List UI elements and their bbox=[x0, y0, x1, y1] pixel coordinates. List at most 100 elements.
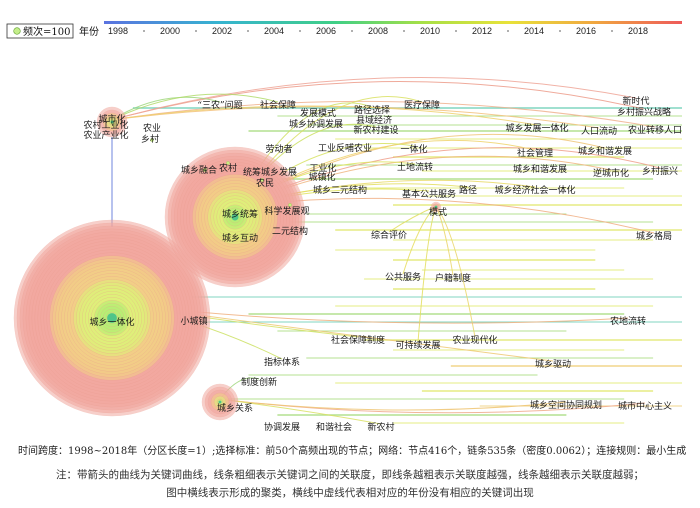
keyword-label-chengshihua[interactable]: 城市化 bbox=[98, 113, 125, 125]
keyword-label-kechixu-fazhan[interactable]: 可持续发展 bbox=[395, 339, 440, 351]
keyword-label-xiao-chengzhen[interactable]: 小城镇 bbox=[180, 315, 207, 327]
keyword-label-nongye-zhuanyi-renkou[interactable]: 农业转移人口 bbox=[628, 124, 682, 136]
year-tick-dot bbox=[143, 30, 145, 32]
keyword-label-chengxiang-hudong[interactable]: 城乡互动 bbox=[222, 233, 258, 244]
node-core bbox=[107, 313, 117, 323]
node-chengshihua[interactable] bbox=[96, 106, 128, 138]
keyword-label-gongyehua[interactable]: 工业化 bbox=[309, 162, 336, 174]
node-chengxiang-guanxi[interactable] bbox=[201, 383, 239, 421]
keyword-label-moshi[interactable]: 模式 bbox=[429, 206, 447, 218]
keyword-label-lujing[interactable]: 路径 bbox=[459, 184, 477, 196]
keyword-label-xiangcun-zhenxing-zhanlue[interactable]: 乡村振兴战略 bbox=[617, 106, 671, 118]
keyword-label-gongye-fanbu-nongye[interactable]: 工业反哺农业 bbox=[318, 142, 372, 154]
year-tick-2006: 2006 bbox=[316, 26, 336, 36]
keyword-label-chengxiang-hexie-fazhan-1[interactable]: 城乡和谐发展 bbox=[578, 145, 632, 157]
keyword-label-nongye-xiandaihua[interactable]: 农业现代化 bbox=[452, 334, 497, 346]
keyword-label-tudi-liuzhuan[interactable]: 土地流转 bbox=[397, 161, 433, 173]
keyword-label-chengxiang-guanxi[interactable]: 城乡关系 bbox=[217, 402, 253, 414]
keyword-label-eryuan-jiegou[interactable]: 二元结构 bbox=[272, 225, 308, 237]
node-small[interactable] bbox=[150, 138, 154, 142]
keyword-label-lujing-xuanze[interactable]: 路径选择 bbox=[354, 104, 390, 116]
keyword-label-chengxiang-geju[interactable]: 城乡格局 bbox=[636, 230, 672, 242]
keyword-label-nongdi-liuzhuan[interactable]: 农地流转 bbox=[610, 315, 646, 327]
node-core bbox=[218, 400, 222, 404]
keyword-label-kexue-fazhan-guan[interactable]: 科学发展观 bbox=[264, 205, 309, 217]
keyword-label-chengxiang-jingji-shehui-yitihua[interactable]: 城乡经济社会一体化 bbox=[494, 184, 575, 196]
node-small[interactable] bbox=[321, 176, 325, 180]
keyword-label-laodongzhe[interactable]: 劳动者 bbox=[265, 143, 292, 155]
keyword-label-xinshidai[interactable]: 新时代 bbox=[622, 95, 649, 107]
year-tick-2008: 2008 bbox=[368, 26, 388, 36]
keyword-label-chengxiang-tongchou[interactable]: 城乡统筹 bbox=[222, 208, 258, 220]
keyword-label-chengxiang-ronghe[interactable]: 城乡融合 bbox=[181, 164, 217, 176]
year-tick-2010: 2010 bbox=[420, 26, 440, 36]
link-curve bbox=[219, 398, 382, 425]
keyword-label-nongye-chanyehua[interactable]: 农业产业化 bbox=[83, 129, 128, 141]
keyword-label-nichengshihua[interactable]: 逆城市化 bbox=[593, 167, 629, 179]
keyword-label-nongcun-gongyehua[interactable]: 农村工业化 bbox=[83, 119, 128, 131]
year-tick-dot bbox=[247, 30, 249, 32]
keyword-label-shehui-guanli[interactable]: 社会管理 bbox=[517, 147, 553, 159]
keyword-label-xietiao-fazhan[interactable]: 协调发展 bbox=[264, 421, 300, 433]
year-tick-2002: 2002 bbox=[212, 26, 232, 36]
keyword-label-chengshi-zhongxin-zhuyi[interactable]: 城市中心主义 bbox=[618, 400, 672, 412]
keyword-label-juyu-jingji[interactable]: 县域经济 bbox=[356, 114, 392, 126]
year-tick-dot bbox=[299, 30, 301, 32]
keyword-label-zhidu-chuangxin[interactable]: 制度创新 bbox=[241, 376, 277, 388]
keyword-label-huji-zhidu[interactable]: 户籍制度 bbox=[435, 272, 471, 284]
keyword-label-chengxiang-fazhan-yitihua[interactable]: 城乡发展一体化 bbox=[505, 122, 568, 134]
legend-frequency-box bbox=[6, 23, 74, 39]
keyword-label-chengxiang-kongjian-xietong-guihua[interactable]: 城乡空间协同规划 bbox=[530, 399, 602, 411]
keyword-label-chengxiang-qudong[interactable]: 城乡驱动 bbox=[535, 359, 571, 370]
link-curve bbox=[219, 398, 567, 411]
node-moshi[interactable] bbox=[430, 201, 442, 213]
year-tick-2016: 2016 bbox=[576, 26, 596, 36]
node-small[interactable] bbox=[288, 203, 292, 207]
keyword-label-hexie-shehui[interactable]: 和谐社会 bbox=[316, 421, 352, 433]
keyword-label-nongye[interactable]: 农业 bbox=[143, 122, 161, 134]
keyword-label-xin-nongcun-jianshe[interactable]: 新农村建设 bbox=[353, 124, 398, 136]
node-small[interactable] bbox=[226, 161, 230, 165]
legend-year-title: 年份 bbox=[79, 25, 99, 38]
keyword-label-renkou-liudong[interactable]: 人口流动 bbox=[581, 125, 617, 137]
year-tick-1998: 1998 bbox=[108, 26, 128, 36]
node-small[interactable] bbox=[260, 178, 264, 182]
keyword-label-chengxiang-eryuan-jiegou[interactable]: 城乡二元结构 bbox=[313, 184, 367, 196]
keyword-label-chengxiang-yitihua[interactable]: 城乡一体化 bbox=[89, 316, 134, 328]
keyword-label-chengzhenhua[interactable]: 城镇化 bbox=[308, 171, 335, 183]
node-chengxiang-tongchou[interactable] bbox=[164, 146, 306, 288]
network-stats-caption: 时间跨度：1998~2018年（分区长度=1）;选择标准：前50个高频出现的节点… bbox=[18, 446, 687, 457]
keyword-label-sannong-wenti[interactable]: “三农”问题 bbox=[197, 99, 242, 111]
keyword-label-xiangcun[interactable]: 乡村 bbox=[141, 133, 159, 145]
keyword-label-xiangcun-zhenxing[interactable]: 乡村振兴 bbox=[642, 165, 678, 177]
link-curve bbox=[435, 205, 476, 338]
link-curve bbox=[417, 206, 437, 343]
keyword-label-zonghe-pingjia[interactable]: 综合评价 bbox=[371, 229, 407, 241]
keyword-label-shehui-baozhang-zhidu[interactable]: 社会保障制度 bbox=[331, 334, 385, 346]
year-tick-dot bbox=[611, 30, 613, 32]
legend-year-gradient-bar bbox=[104, 21, 682, 24]
keyword-label-tongchou-chengxiang-fazhan[interactable]: 统筹城乡发展 bbox=[243, 166, 297, 178]
year-tick-dot bbox=[351, 30, 353, 32]
keyword-label-zhibiao-tixi[interactable]: 指标体系 bbox=[264, 356, 300, 368]
keyword-label-fazhan-moshi[interactable]: 发展模式 bbox=[300, 107, 336, 119]
keyword-label-gonggong-fuwu[interactable]: 公共服务 bbox=[385, 271, 421, 283]
keyword-label-jiben-gonggong-fuwu[interactable]: 基本公共服务 bbox=[402, 188, 456, 200]
figure-note-line-2: 图中横线表示形成的聚类，横线中虚线代表相对应的年份没有相应的关键词出现 bbox=[166, 487, 534, 499]
keyword-label-nongcun[interactable]: 农村 bbox=[219, 162, 237, 174]
node-chengxiang-yitihua[interactable] bbox=[13, 219, 211, 417]
keyword-label-yiliao-baozhang[interactable]: 医疗保障 bbox=[404, 99, 440, 111]
link-curve bbox=[111, 80, 645, 121]
year-tick-dot bbox=[195, 30, 197, 32]
keyword-label-yitihua[interactable]: 一体化 bbox=[400, 143, 427, 155]
keyword-label-shehui-baozhang-1[interactable]: 社会保障 bbox=[260, 99, 296, 111]
node-small[interactable] bbox=[203, 168, 207, 172]
keyword-label-nongmin[interactable]: 农民 bbox=[256, 177, 274, 189]
keyword-label-chengxiang-hexie-fazhan-2[interactable]: 城乡和谐发展 bbox=[513, 163, 567, 175]
keyword-label-xin-nongcun[interactable]: 新农村 bbox=[367, 421, 394, 433]
keyword-label-chengxiang-xietiao-fazhan[interactable]: 城乡协调发展 bbox=[289, 118, 343, 130]
year-tick-dot bbox=[507, 30, 509, 32]
